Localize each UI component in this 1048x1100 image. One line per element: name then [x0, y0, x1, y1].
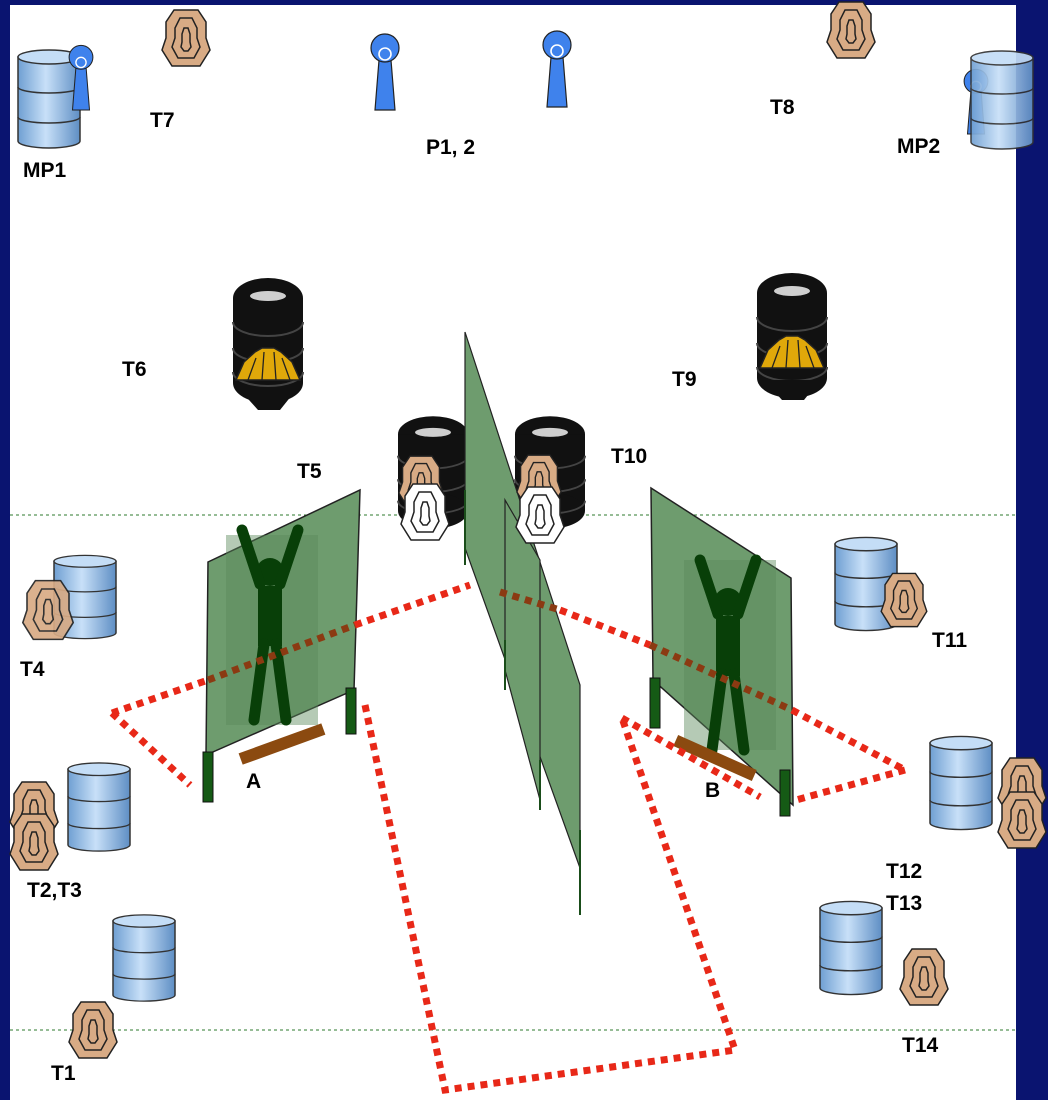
label-t13: T13	[886, 892, 922, 915]
label-t14: T14	[902, 1034, 939, 1057]
target-t8-icon	[826, 1, 876, 59]
label-t9: T9	[672, 368, 697, 391]
target-t3-icon	[9, 813, 59, 871]
popper-p1-icon	[370, 33, 400, 111]
barrel-mp2	[970, 50, 1034, 150]
target-t4-icon	[22, 579, 74, 641]
t6-hardcover	[234, 347, 302, 381]
tire-stack-t6-icon	[232, 277, 304, 404]
label-t11: T11	[932, 629, 967, 652]
no-shoot-t5-icon	[400, 483, 450, 541]
label-t12: T12	[886, 860, 922, 883]
target-t1-icon	[68, 1001, 118, 1059]
target-t13-icon	[997, 791, 1047, 849]
label-position-a: A	[246, 770, 261, 793]
barrel-t1	[112, 914, 176, 1002]
label-position-b: B	[705, 779, 720, 802]
label-t5: T5	[297, 460, 322, 483]
barrel-mp1	[17, 49, 81, 149]
label-t1: T1	[51, 1062, 76, 1085]
barrel-t2-t3	[67, 762, 131, 852]
target-t7-icon	[161, 9, 211, 67]
label-mp1: MP1	[23, 159, 67, 182]
label-mp2: MP2	[897, 135, 940, 158]
label-t7: T7	[150, 109, 175, 132]
t6-base	[240, 390, 296, 410]
label-p12: P1, 2	[426, 136, 475, 159]
fault-lines	[109, 581, 907, 1094]
label-t4: T4	[20, 658, 45, 681]
target-t14-icon	[899, 948, 949, 1006]
label-t8: T8	[770, 96, 795, 119]
no-shoot-t10-icon	[515, 486, 565, 544]
label-t10: T10	[611, 445, 647, 468]
barrel-t14	[819, 900, 883, 996]
target-t11-icon	[880, 572, 928, 628]
label-t6: T6	[122, 358, 147, 381]
barrel-t12-t13	[929, 735, 993, 831]
t9-hardcover	[758, 335, 826, 369]
t9-base	[764, 380, 820, 400]
label-t23: T2,T3	[27, 879, 82, 902]
popper-p2-icon	[542, 30, 572, 108]
shooting-box-a	[238, 723, 326, 765]
shooting-box-b	[673, 735, 757, 781]
